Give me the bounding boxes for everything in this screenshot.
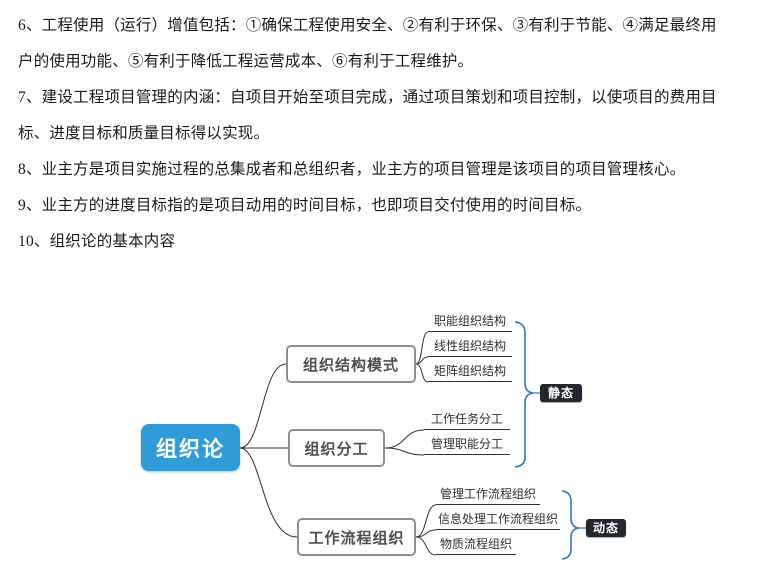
badge-static: 静态 xyxy=(540,384,582,402)
paragraph-line: 10、组织论的基本内容 xyxy=(18,233,176,250)
leaf-node: 工作任务分工 xyxy=(424,412,510,430)
badge-dynamic: 动态 xyxy=(586,519,626,537)
root-node-organization-theory: 组织论 xyxy=(141,424,240,471)
leaf-node: 管理职能分工 xyxy=(424,437,510,455)
leaf-node: 矩阵组织结构 xyxy=(428,364,512,382)
brace-dynamic xyxy=(561,490,580,560)
curly-braces xyxy=(514,321,586,560)
paragraph-line: 标、进度目标和质量目标得以实现。 xyxy=(18,125,270,142)
branch-node-division-of-work: 组织分工 xyxy=(288,429,385,467)
paragraph-line: 8、业主方是项目实施过程的总集成者和总组织者，业主方的项目管理是该项目的项目管理… xyxy=(18,161,686,178)
paragraph-line: 6、工程使用（运行）增值包括：①确保工程使用安全、②有利于环保、③有利于节能、④… xyxy=(18,17,717,34)
brace-static xyxy=(514,321,534,468)
leaf-node: 信息处理工作流程组织 xyxy=(436,512,560,530)
branch-node-structure-mode: 组织结构模式 xyxy=(286,345,416,383)
branch-node-workflow: 工作流程组织 xyxy=(297,518,416,556)
mindmap-edges xyxy=(239,331,437,556)
leaf-node: 职能组织结构 xyxy=(428,314,512,332)
document-text: 6、工程使用（运行）增值包括：①确保工程使用安全、②有利于环保、③有利于节能、④… xyxy=(0,0,760,260)
leaf-node: 线性组织结构 xyxy=(428,339,512,357)
paragraph-line: 7、建设工程项目管理的内涵：自项目开始至项目完成，通过项目策划和项目控制，以使项… xyxy=(18,89,717,106)
leaf-node: 物质流程组织 xyxy=(436,537,516,555)
leaf-node: 管理工作流程组织 xyxy=(436,487,540,505)
paragraph-line: 9、业主方的进度目标指的是项目动用的时间目标，也即项目交付使用的时间目标。 xyxy=(18,197,592,214)
paragraph-line: 户的使用功能、⑤有利于降低工程运营成本、⑥有利于工程维护。 xyxy=(18,53,474,70)
